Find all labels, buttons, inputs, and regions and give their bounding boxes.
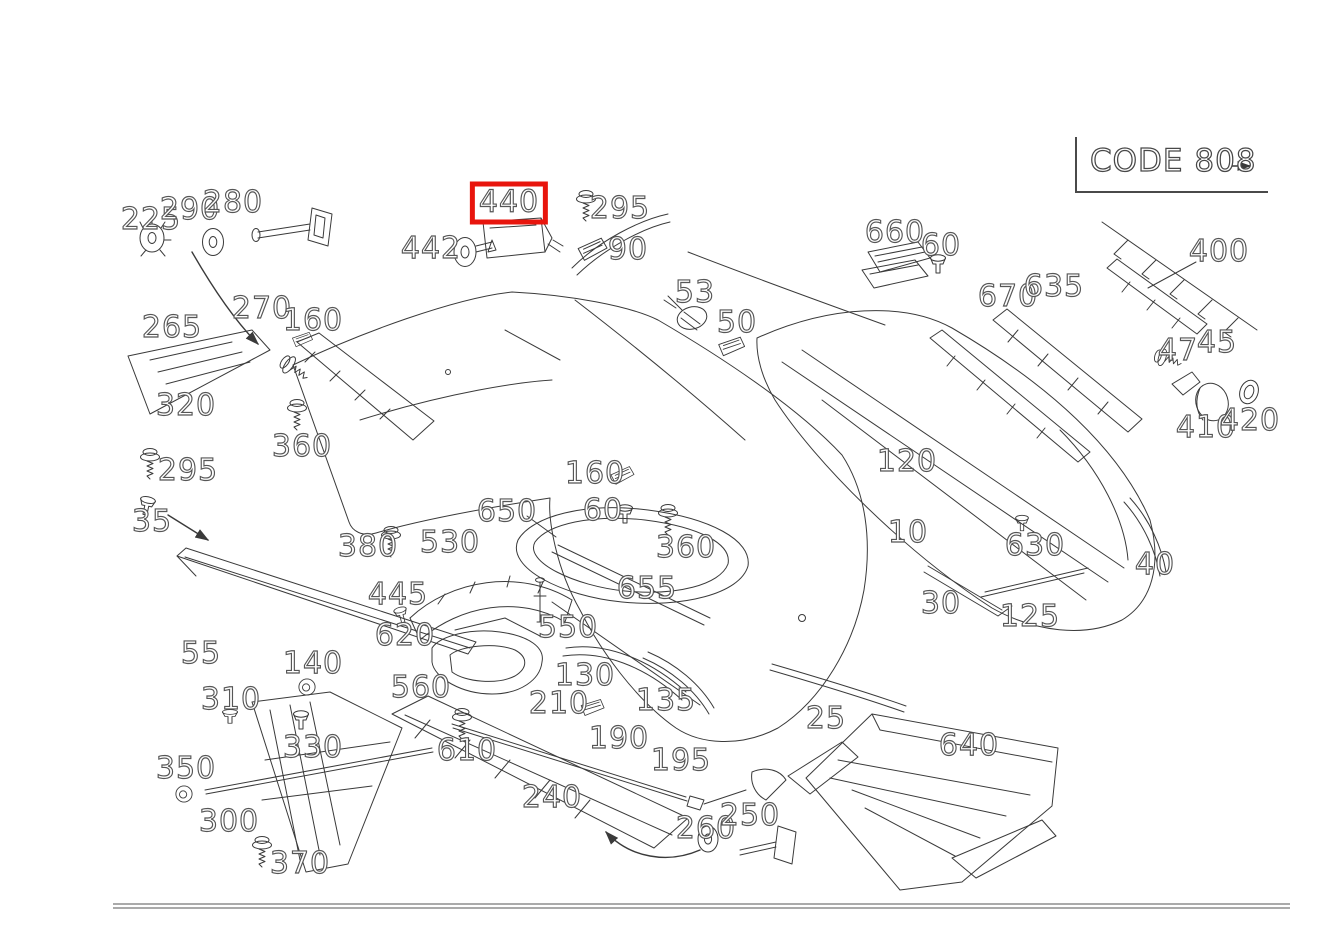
- part-label-45-49[interactable]: 45: [1196, 325, 1238, 360]
- part-label-160-28[interactable]: 160: [564, 456, 626, 491]
- part-label-635-46[interactable]: 635: [1023, 269, 1085, 304]
- part-label-640-59[interactable]: 640: [938, 728, 1000, 763]
- part-label-240-40[interactable]: 240: [521, 780, 583, 815]
- part-label-60-44[interactable]: 60: [920, 228, 962, 263]
- part-label-160-5[interactable]: 160: [282, 303, 344, 338]
- left-side-drawings: [127, 207, 477, 873]
- sensor-410-drawing: [1171, 371, 1259, 422]
- code-808-frame: [1075, 137, 1268, 193]
- part-label-125-56[interactable]: 125: [999, 599, 1061, 634]
- part-label-50-22[interactable]: 50: [716, 305, 758, 340]
- part-label-400-47[interactable]: 400: [1188, 234, 1250, 269]
- part-label-560-33[interactable]: 560: [390, 670, 452, 705]
- part-label-610-34[interactable]: 610: [436, 733, 498, 768]
- part-label-550-32[interactable]: 550: [537, 610, 599, 645]
- part-label-10-53[interactable]: 10: [887, 515, 929, 550]
- part-label-35-9[interactable]: 35: [131, 504, 173, 539]
- part-label-630-54[interactable]: 630: [1004, 528, 1066, 563]
- part-label-360-8[interactable]: 360: [271, 429, 333, 464]
- part-label-140-11[interactable]: 140: [282, 646, 344, 681]
- strip-25-drawing: [769, 663, 907, 713]
- part-label-320-6[interactable]: 320: [155, 388, 217, 423]
- part-label-440-18[interactable]: 440: [469, 181, 549, 225]
- part-label-250-42[interactable]: 250: [719, 798, 781, 833]
- part-label-330-13[interactable]: 330: [282, 730, 344, 765]
- part-label-25-58[interactable]: 25: [805, 701, 847, 736]
- part-label-442-17[interactable]: 442: [400, 231, 462, 266]
- part-label-280-2[interactable]: 280: [202, 185, 264, 220]
- part-label-295-7[interactable]: 295: [157, 453, 219, 488]
- part-label-270-3[interactable]: 270: [231, 291, 293, 326]
- part-label-47-48[interactable]: 47: [1157, 333, 1199, 368]
- part-label-225-0[interactable]: 225: [120, 202, 182, 237]
- part-label-420-51[interactable]: 420: [1219, 403, 1281, 438]
- beam-drawings: [929, 258, 1208, 463]
- part-label-30-55[interactable]: 30: [920, 586, 962, 621]
- diffuser-640-drawing: [787, 713, 1059, 891]
- part-label-265-4[interactable]: 265: [141, 310, 203, 345]
- part-label-195-39[interactable]: 195: [650, 743, 712, 778]
- harness-400-drawing: [1101, 221, 1258, 338]
- part-label-53-21[interactable]: 53: [674, 275, 716, 310]
- part-label-130-35[interactable]: 130: [554, 658, 616, 693]
- part-label-60-29[interactable]: 60: [582, 493, 624, 528]
- part-label-620-27[interactable]: 620: [374, 618, 436, 653]
- part-label-295-19[interactable]: 295: [589, 191, 651, 226]
- part-label-655-31[interactable]: 655: [616, 571, 678, 606]
- direction-arrows: [167, 251, 701, 859]
- part-label-370-16[interactable]: 370: [269, 846, 331, 881]
- inner-carrier-drawing: [756, 310, 1167, 631]
- part-label-670-45[interactable]: 670: [977, 279, 1039, 314]
- part-label-650-23[interactable]: 650: [476, 494, 538, 529]
- part-label-90-20[interactable]: 90: [607, 232, 649, 267]
- part-label-120-52[interactable]: 120: [876, 444, 938, 479]
- part-label-530-24[interactable]: 530: [419, 525, 481, 560]
- part-label-660-43[interactable]: 660: [864, 215, 926, 250]
- part-label-350-14[interactable]: 350: [155, 751, 217, 786]
- part-label-310-12[interactable]: 310: [200, 682, 262, 717]
- part-label-445-26[interactable]: 445: [367, 577, 429, 612]
- part-label-300-15[interactable]: 300: [198, 804, 260, 839]
- part-label-135-37[interactable]: 135: [635, 683, 697, 718]
- part-label-210-36[interactable]: 210: [528, 686, 590, 721]
- bumper-skin-drawing: [292, 213, 886, 743]
- part-label-290-1[interactable]: 290: [159, 192, 221, 227]
- part-label-40-57[interactable]: 40: [1134, 547, 1176, 582]
- part-label-190-38[interactable]: 190: [588, 721, 650, 756]
- part-label-260-41[interactable]: 260: [675, 811, 737, 846]
- part-label-410-50[interactable]: 410: [1175, 410, 1237, 445]
- part-label-380-25[interactable]: 380: [337, 529, 399, 564]
- code-808-label: CODE 808: [1089, 143, 1257, 179]
- part-label-360-30[interactable]: 360: [655, 530, 717, 565]
- bottom-page-border: [113, 903, 1290, 909]
- part-label-55-10[interactable]: 55: [180, 636, 222, 671]
